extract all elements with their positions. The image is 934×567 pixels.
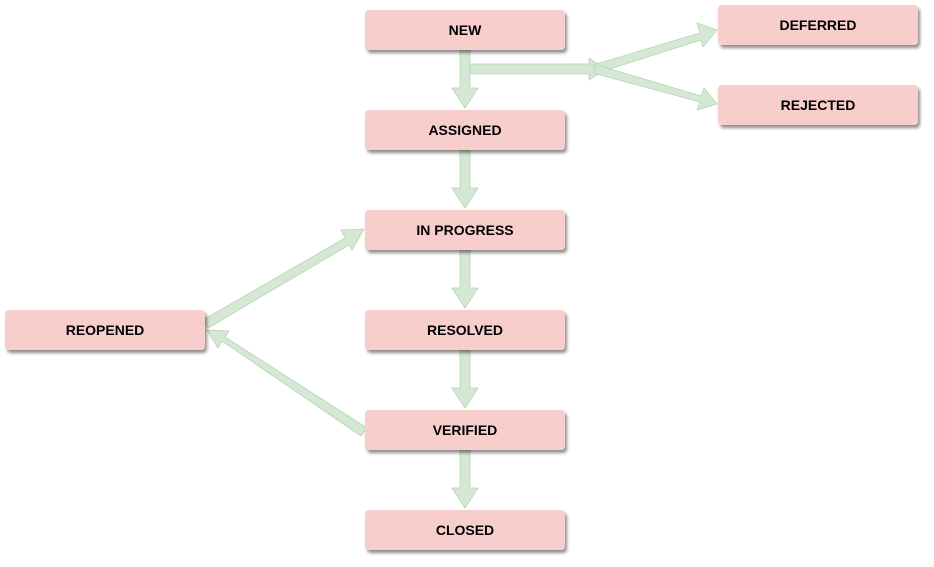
- state-reopened-label: REOPENED: [66, 322, 145, 338]
- arrow-resolved-to-verified: [451, 349, 479, 409]
- state-assigned: ASSIGNED: [365, 110, 565, 150]
- state-in-progress: IN PROGRESS: [365, 210, 565, 250]
- state-verified-label: VERIFIED: [433, 422, 498, 438]
- arrow-new-to-deferred-rejected-branch: [469, 57, 606, 81]
- arrow-assigned-to-in-progress: [451, 149, 479, 209]
- state-new: NEW: [365, 10, 565, 50]
- arrow-new-to-rejected: [592, 64, 718, 111]
- arrow-verified-to-closed: [451, 449, 479, 509]
- state-deferred-label: DEFERRED: [779, 17, 856, 33]
- state-new-label: NEW: [449, 22, 482, 38]
- state-resolved-label: RESOLVED: [427, 322, 503, 338]
- state-reopened: REOPENED: [5, 310, 205, 350]
- state-closed: CLOSED: [365, 510, 565, 550]
- state-in-progress-label: IN PROGRESS: [416, 222, 513, 238]
- arrow-in-progress-to-resolved: [451, 249, 479, 309]
- state-resolved: RESOLVED: [365, 310, 565, 350]
- transition-arrows: [202, 22, 718, 509]
- arrow-new-to-assigned: [451, 49, 479, 109]
- arrow-new-to-deferred: [592, 22, 718, 74]
- state-rejected-label: REJECTED: [781, 97, 856, 113]
- arrow-reopened-to-in-progress: [202, 228, 365, 329]
- state-deferred: DEFERRED: [718, 5, 918, 45]
- state-assigned-label: ASSIGNED: [428, 122, 501, 138]
- state-verified: VERIFIED: [365, 410, 565, 450]
- arrow-verified-to-reopened: [206, 329, 368, 437]
- state-closed-label: CLOSED: [436, 522, 494, 538]
- state-rejected: REJECTED: [718, 85, 918, 125]
